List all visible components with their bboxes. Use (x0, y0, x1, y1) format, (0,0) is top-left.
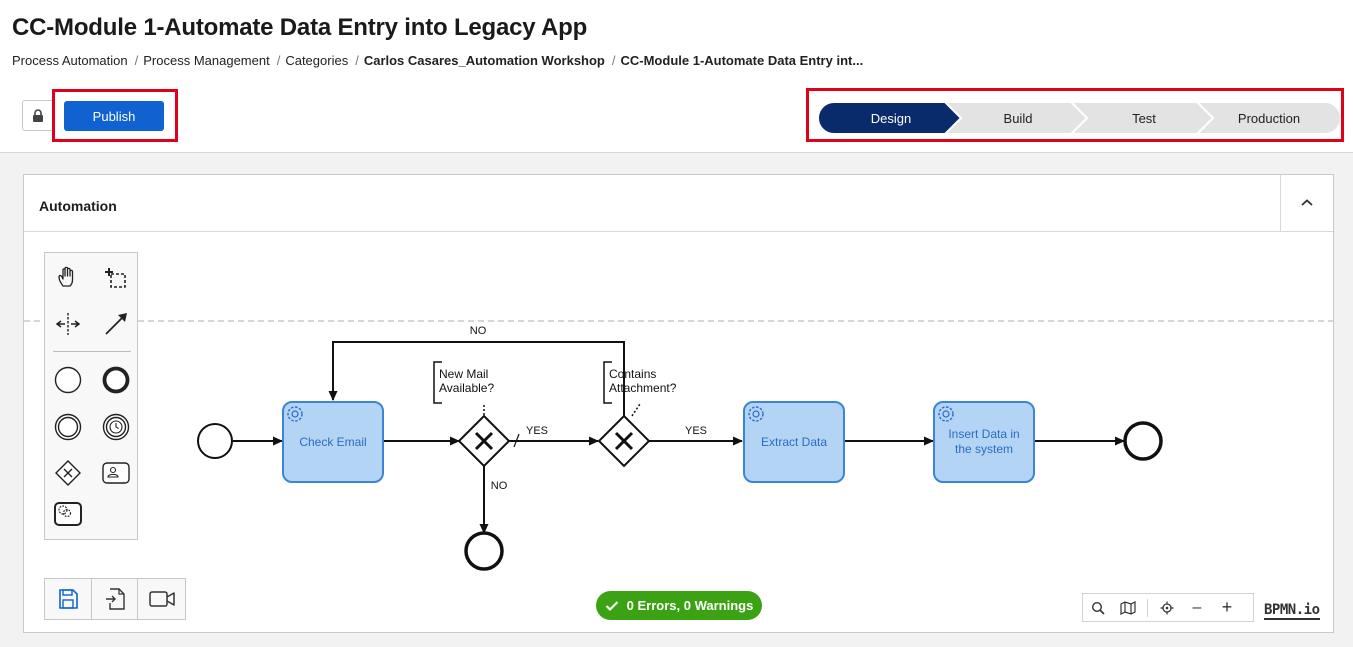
header-divider (0, 152, 1353, 153)
space-tool[interactable] (52, 308, 84, 340)
start-event-tool[interactable] (52, 364, 84, 396)
record-button[interactable] (138, 579, 185, 619)
breadcrumb-separator: / (276, 53, 281, 68)
record-icon (148, 591, 175, 607)
search-button[interactable] (1083, 594, 1113, 621)
tool-palette (44, 252, 138, 540)
panel-header: Automation (24, 175, 1333, 232)
gateway-tool[interactable] (52, 457, 84, 489)
hand-tool[interactable] (52, 261, 84, 293)
hand-tool-icon (58, 266, 74, 287)
center-button[interactable] (1152, 594, 1182, 621)
publish-highlight: Publish (52, 89, 178, 142)
breadcrumb-separator: / (134, 53, 139, 68)
breadcrumb-categories[interactable]: Categories (285, 53, 349, 68)
service-task-icon (54, 502, 82, 526)
service-task-tool[interactable] (52, 498, 84, 530)
breadcrumb: Process Automation / Process Management … (12, 53, 863, 68)
end-event-tool[interactable] (100, 364, 132, 396)
breadcrumb-separator: / (355, 53, 359, 68)
lasso-tool-icon (105, 268, 126, 288)
check-icon (605, 600, 618, 611)
validation-status[interactable]: 0 Errors, 0 Warnings (596, 591, 762, 620)
stage-test-label: Test (1132, 111, 1156, 126)
timer-event-tool[interactable] (100, 411, 132, 443)
minimap-button[interactable] (1113, 594, 1143, 621)
zoom-out-icon: – (1192, 598, 1202, 616)
breadcrumb-separator: / (611, 53, 616, 68)
chevron-up-icon (1301, 199, 1313, 206)
stage-production[interactable] (1194, 101, 1341, 135)
zoom-separator (1147, 598, 1148, 617)
bottom-toolbar (44, 578, 186, 620)
status-text: 0 Errors, 0 Warnings (626, 598, 754, 613)
stages-highlight: Design Build Test Production (806, 88, 1344, 142)
deploy-icon (105, 588, 125, 610)
gateway-icon (55, 460, 81, 486)
connect-tool[interactable] (100, 308, 132, 340)
timer-event-icon (102, 413, 130, 441)
automation-panel: Automation (23, 174, 1334, 633)
lasso-tool[interactable] (100, 261, 132, 293)
zoom-out-button[interactable]: – (1182, 594, 1212, 621)
center-icon (1160, 601, 1174, 614)
minimap-icon (1120, 600, 1136, 615)
save-icon (59, 589, 78, 609)
search-icon (1091, 601, 1105, 615)
breadcrumb-workshop[interactable]: Carlos Casares_Automation Workshop (363, 53, 605, 68)
intermediate-event-icon (54, 413, 82, 441)
intermediate-event-tool[interactable] (52, 411, 84, 443)
user-task-tool[interactable] (100, 457, 132, 489)
bpmn-io-logo[interactable]: BPMN.io (1264, 602, 1320, 620)
breadcrumb-current: CC-Module 1-Automate Data Entry int... (620, 53, 864, 68)
collapse-button[interactable] (1280, 175, 1333, 231)
stage-production-label: Production (1238, 111, 1300, 126)
start-event-icon (54, 366, 82, 394)
space-tool-icon (55, 313, 81, 335)
stage-design-label: Design (871, 111, 911, 126)
page-title: CC-Module 1-Automate Data Entry into Leg… (12, 14, 588, 41)
zoom-in-icon: + (1221, 597, 1233, 617)
lock-button[interactable] (22, 100, 54, 131)
connect-tool-icon (105, 313, 127, 335)
stage-build-label: Build (1004, 111, 1033, 126)
zoom-controls: – + (1082, 593, 1254, 622)
zoom-in-button[interactable]: + (1212, 594, 1242, 621)
end-event-icon (102, 366, 130, 394)
stage-progress: Design Build Test Production (817, 101, 1341, 135)
save-button[interactable] (45, 579, 92, 619)
breadcrumb-process-automation[interactable]: Process Automation (12, 53, 128, 68)
stage-design[interactable] (817, 101, 963, 135)
palette-separator (53, 351, 131, 352)
breadcrumb-process-management[interactable]: Process Management (143, 53, 270, 68)
panel-title: Automation (39, 198, 117, 214)
publish-button[interactable]: Publish (64, 101, 164, 131)
user-task-icon (102, 462, 130, 484)
deploy-button[interactable] (92, 579, 139, 619)
lock-icon (33, 108, 43, 122)
